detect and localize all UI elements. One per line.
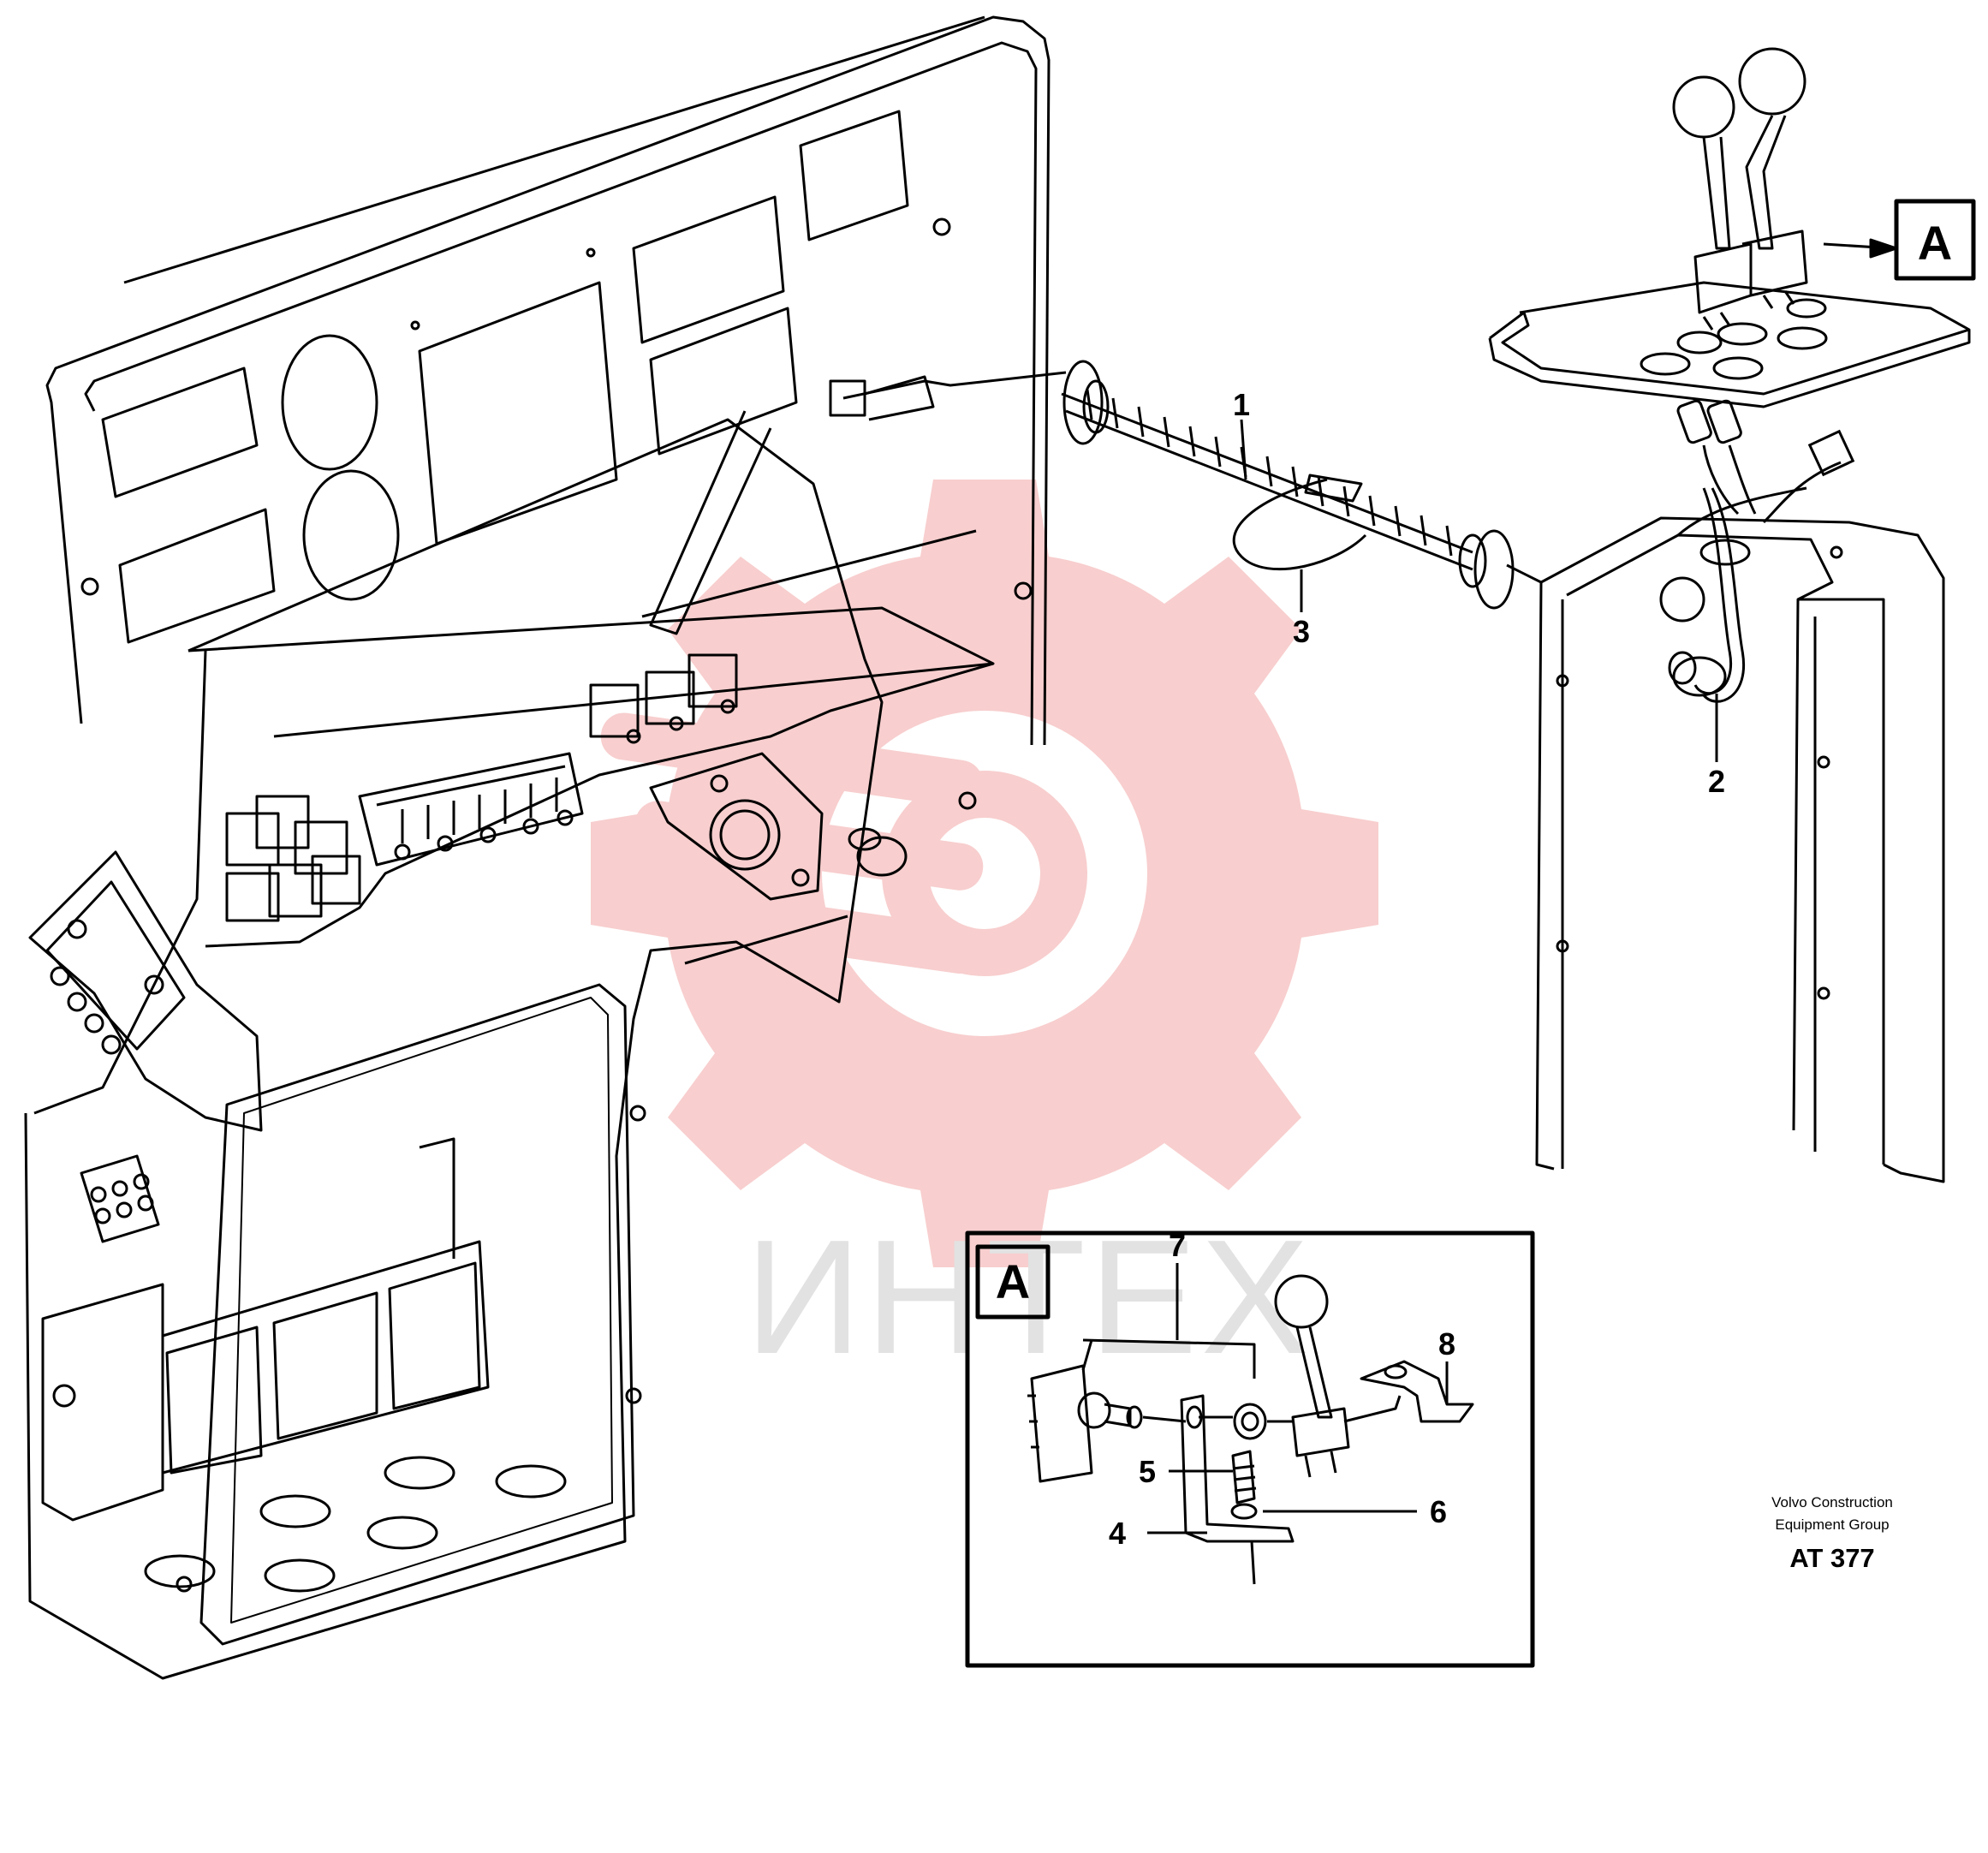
callout-5: 5 — [1139, 1454, 1156, 1489]
company-line-1: Volvo Construction — [1771, 1494, 1893, 1510]
relay-block-left — [225, 795, 361, 922]
instrument-panel — [45, 15, 1051, 746]
grommet — [848, 827, 908, 877]
cable-harness — [829, 360, 1542, 610]
inner-fittings — [41, 1105, 646, 1593]
callout-3: 3 — [1293, 614, 1310, 649]
detail-a-box — [965, 1230, 1535, 1668]
relay-plate — [187, 606, 995, 948]
company-line-2: Equipment Group — [1775, 1516, 1889, 1533]
console-housing — [24, 410, 977, 1680]
fuse-strip — [358, 752, 584, 867]
callout-2: 2 — [1708, 764, 1725, 799]
detail-tag: A — [1918, 216, 1952, 270]
lever-wires — [1676, 399, 1855, 703]
relay-block-right — [589, 653, 738, 744]
callout-6: 6 — [1430, 1494, 1447, 1529]
side-bracket — [28, 850, 263, 1132]
lever-assembly — [1488, 47, 1976, 408]
gauge-cutouts — [101, 110, 909, 644]
callout-4: 4 — [1109, 1516, 1126, 1551]
drawing-code: AT 377 — [1789, 1543, 1874, 1573]
detail-box-tag: A — [996, 1254, 1030, 1308]
callout-7: 7 — [1169, 1228, 1186, 1263]
callout-8: 8 — [1438, 1326, 1455, 1361]
round-connector — [649, 752, 824, 901]
callout-1: 1 — [1233, 387, 1250, 422]
watermark-text: ИНТЕХ — [745, 1207, 1312, 1388]
watermark-gear-logo — [591, 480, 1378, 1267]
pillar — [1535, 516, 1945, 1183]
leader-lines — [1240, 419, 1718, 762]
